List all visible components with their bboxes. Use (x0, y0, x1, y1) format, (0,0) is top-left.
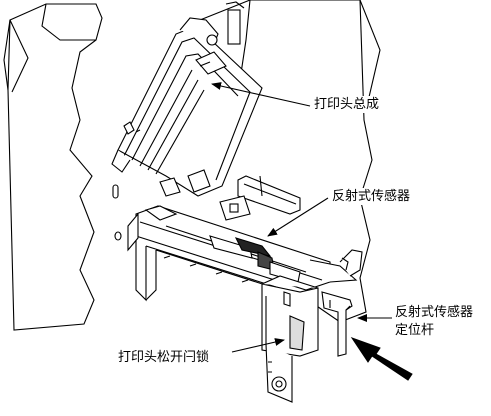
printer-housing (3, 1, 245, 331)
sensor-locator-label-line2: 定位杆 (395, 323, 435, 338)
leader-printhead (211, 82, 311, 107)
printhead-assembly (111, 17, 263, 197)
sensor-locator-label: 反射式传感器 定位杆 (395, 304, 474, 340)
sensor-locator-lever (321, 291, 353, 357)
callout-leaders (211, 82, 392, 353)
release-latch (261, 275, 319, 403)
insert-direction-arrow (350, 337, 413, 381)
printhead-assembly-label: 打印头总成 (314, 96, 380, 113)
printhead-release-latch-label: 打印头松开闩锁 (118, 349, 210, 366)
leader-reflective-sensor (267, 197, 329, 237)
reflective-sensor-label: 反射式传感器 (332, 188, 411, 205)
platen-frame (127, 205, 363, 302)
leader-release-latch (231, 338, 285, 353)
sensor-bracket (219, 175, 301, 221)
sensor-locator-label-line1: 反射式传感器 (395, 305, 474, 320)
